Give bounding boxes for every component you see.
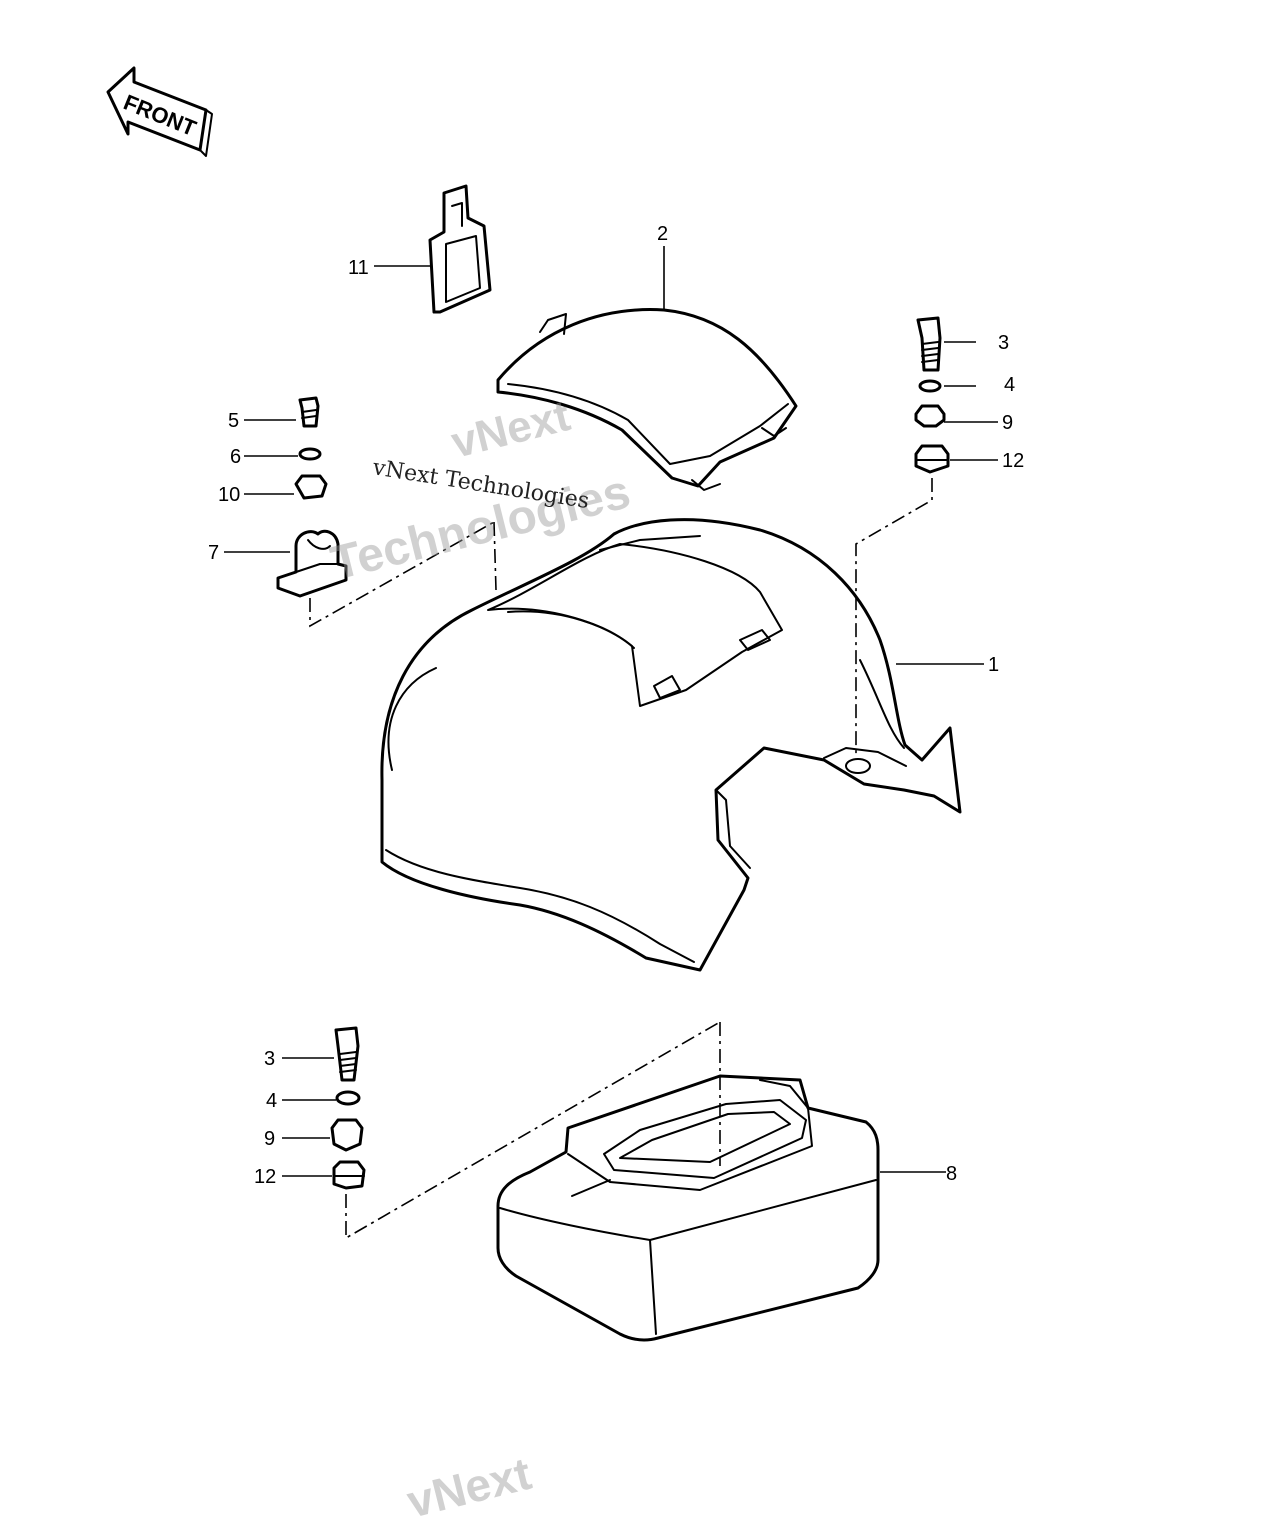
watermark-overlay-top: vNext: [447, 391, 575, 468]
callout-2: 2: [657, 223, 668, 245]
callout-7: 7: [208, 542, 219, 564]
callout-9-lower: 9: [264, 1128, 275, 1150]
callout-8: 8: [946, 1163, 957, 1185]
callout-6: 6: [230, 446, 241, 468]
callout-12-upper: 12: [1002, 450, 1024, 472]
part-2-lid: [496, 308, 798, 491]
callout-10: 10: [218, 484, 240, 506]
part-8-box: [496, 1074, 880, 1342]
part-1-rear-cover: [380, 518, 962, 972]
hardware-upper-right: [914, 316, 950, 474]
leader-lines: [224, 246, 998, 1177]
callout-4-lower: 4: [266, 1090, 277, 1112]
callout-12-lower: 12: [254, 1166, 276, 1188]
watermark-footer: vNext: [402, 1447, 536, 1528]
callout-11: 11: [348, 257, 369, 279]
callout-4-upper: 4: [1004, 374, 1015, 396]
callouts: 2 11 3 4 9 12 1 5 6 10 7 3 4 9 12 8: [208, 223, 1024, 1188]
callout-9-upper: 9: [1002, 412, 1013, 434]
hardware-upper-left: [276, 396, 348, 598]
assembly-lines: [309, 478, 933, 1240]
callout-3-upper: 3: [998, 332, 1009, 354]
front-arrow: FRONT: [106, 66, 213, 157]
part-11-seal: [428, 184, 492, 314]
callout-1: 1: [988, 654, 999, 676]
callout-5: 5: [228, 410, 239, 432]
hardware-lower-left: [330, 1026, 366, 1190]
callout-3-lower: 3: [264, 1048, 275, 1070]
